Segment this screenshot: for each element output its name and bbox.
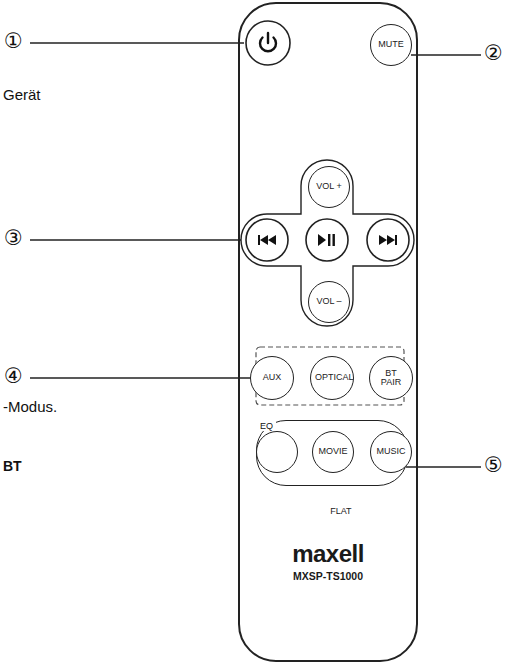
- nav-cross-outline: [241, 160, 414, 326]
- group-label: EQ: [257, 421, 276, 431]
- remote-button: MUTE: [370, 24, 412, 66]
- remote-button: VOL –: [308, 281, 350, 323]
- eq-group: FLAT MOVIE MUSIC EQ: [256, 420, 408, 486]
- button-label: FLAT: [330, 507, 351, 516]
- button-label: OPTICAL: [315, 373, 349, 382]
- button-label: MUSIC: [377, 447, 406, 456]
- remote-button: VOL +: [308, 166, 350, 208]
- previous-button: [246, 219, 288, 261]
- callout-number: ④: [4, 364, 23, 388]
- callout-number: ②: [484, 41, 503, 65]
- description-fragment: -Modus.: [3, 398, 57, 415]
- remote-button: BT PAIR: [369, 356, 413, 400]
- callout-number: ③: [4, 226, 23, 250]
- button-label: AUX: [263, 373, 282, 382]
- remote-button: AUX: [250, 356, 294, 400]
- leader-line: [30, 42, 244, 43]
- play-pause-button: [306, 219, 348, 261]
- button-label: MOVIE: [318, 447, 347, 456]
- remote-button: MOVIE: [312, 431, 354, 473]
- power-button: [246, 21, 290, 65]
- button-label: VOL –: [316, 297, 341, 306]
- button-label: BT PAIR: [374, 369, 408, 388]
- model-number: MXSP-TS1000: [240, 570, 416, 582]
- description-fragment: Gerät: [3, 86, 41, 103]
- remote-housing: MUTE VOL + VOL – AUX OPTICAL BT PAIR FLAT MOVIE…: [238, 2, 418, 662]
- brand-logo: maxell: [240, 540, 416, 568]
- leader-line: [411, 54, 481, 55]
- leader-line: [30, 377, 254, 378]
- button-label: VOL +: [316, 182, 341, 191]
- remote-button: MUSIC: [370, 431, 412, 473]
- button-label: MUTE: [378, 40, 404, 49]
- remote-button: FLAT: [256, 431, 298, 473]
- callout-number: ⑤: [484, 453, 503, 477]
- leader-lines: [30, 43, 481, 467]
- callout-number: ①: [4, 29, 23, 53]
- description-fragment: BT: [3, 458, 22, 474]
- next-button: [367, 219, 409, 261]
- remote-button: OPTICAL: [310, 356, 354, 400]
- leader-line: [30, 239, 243, 240]
